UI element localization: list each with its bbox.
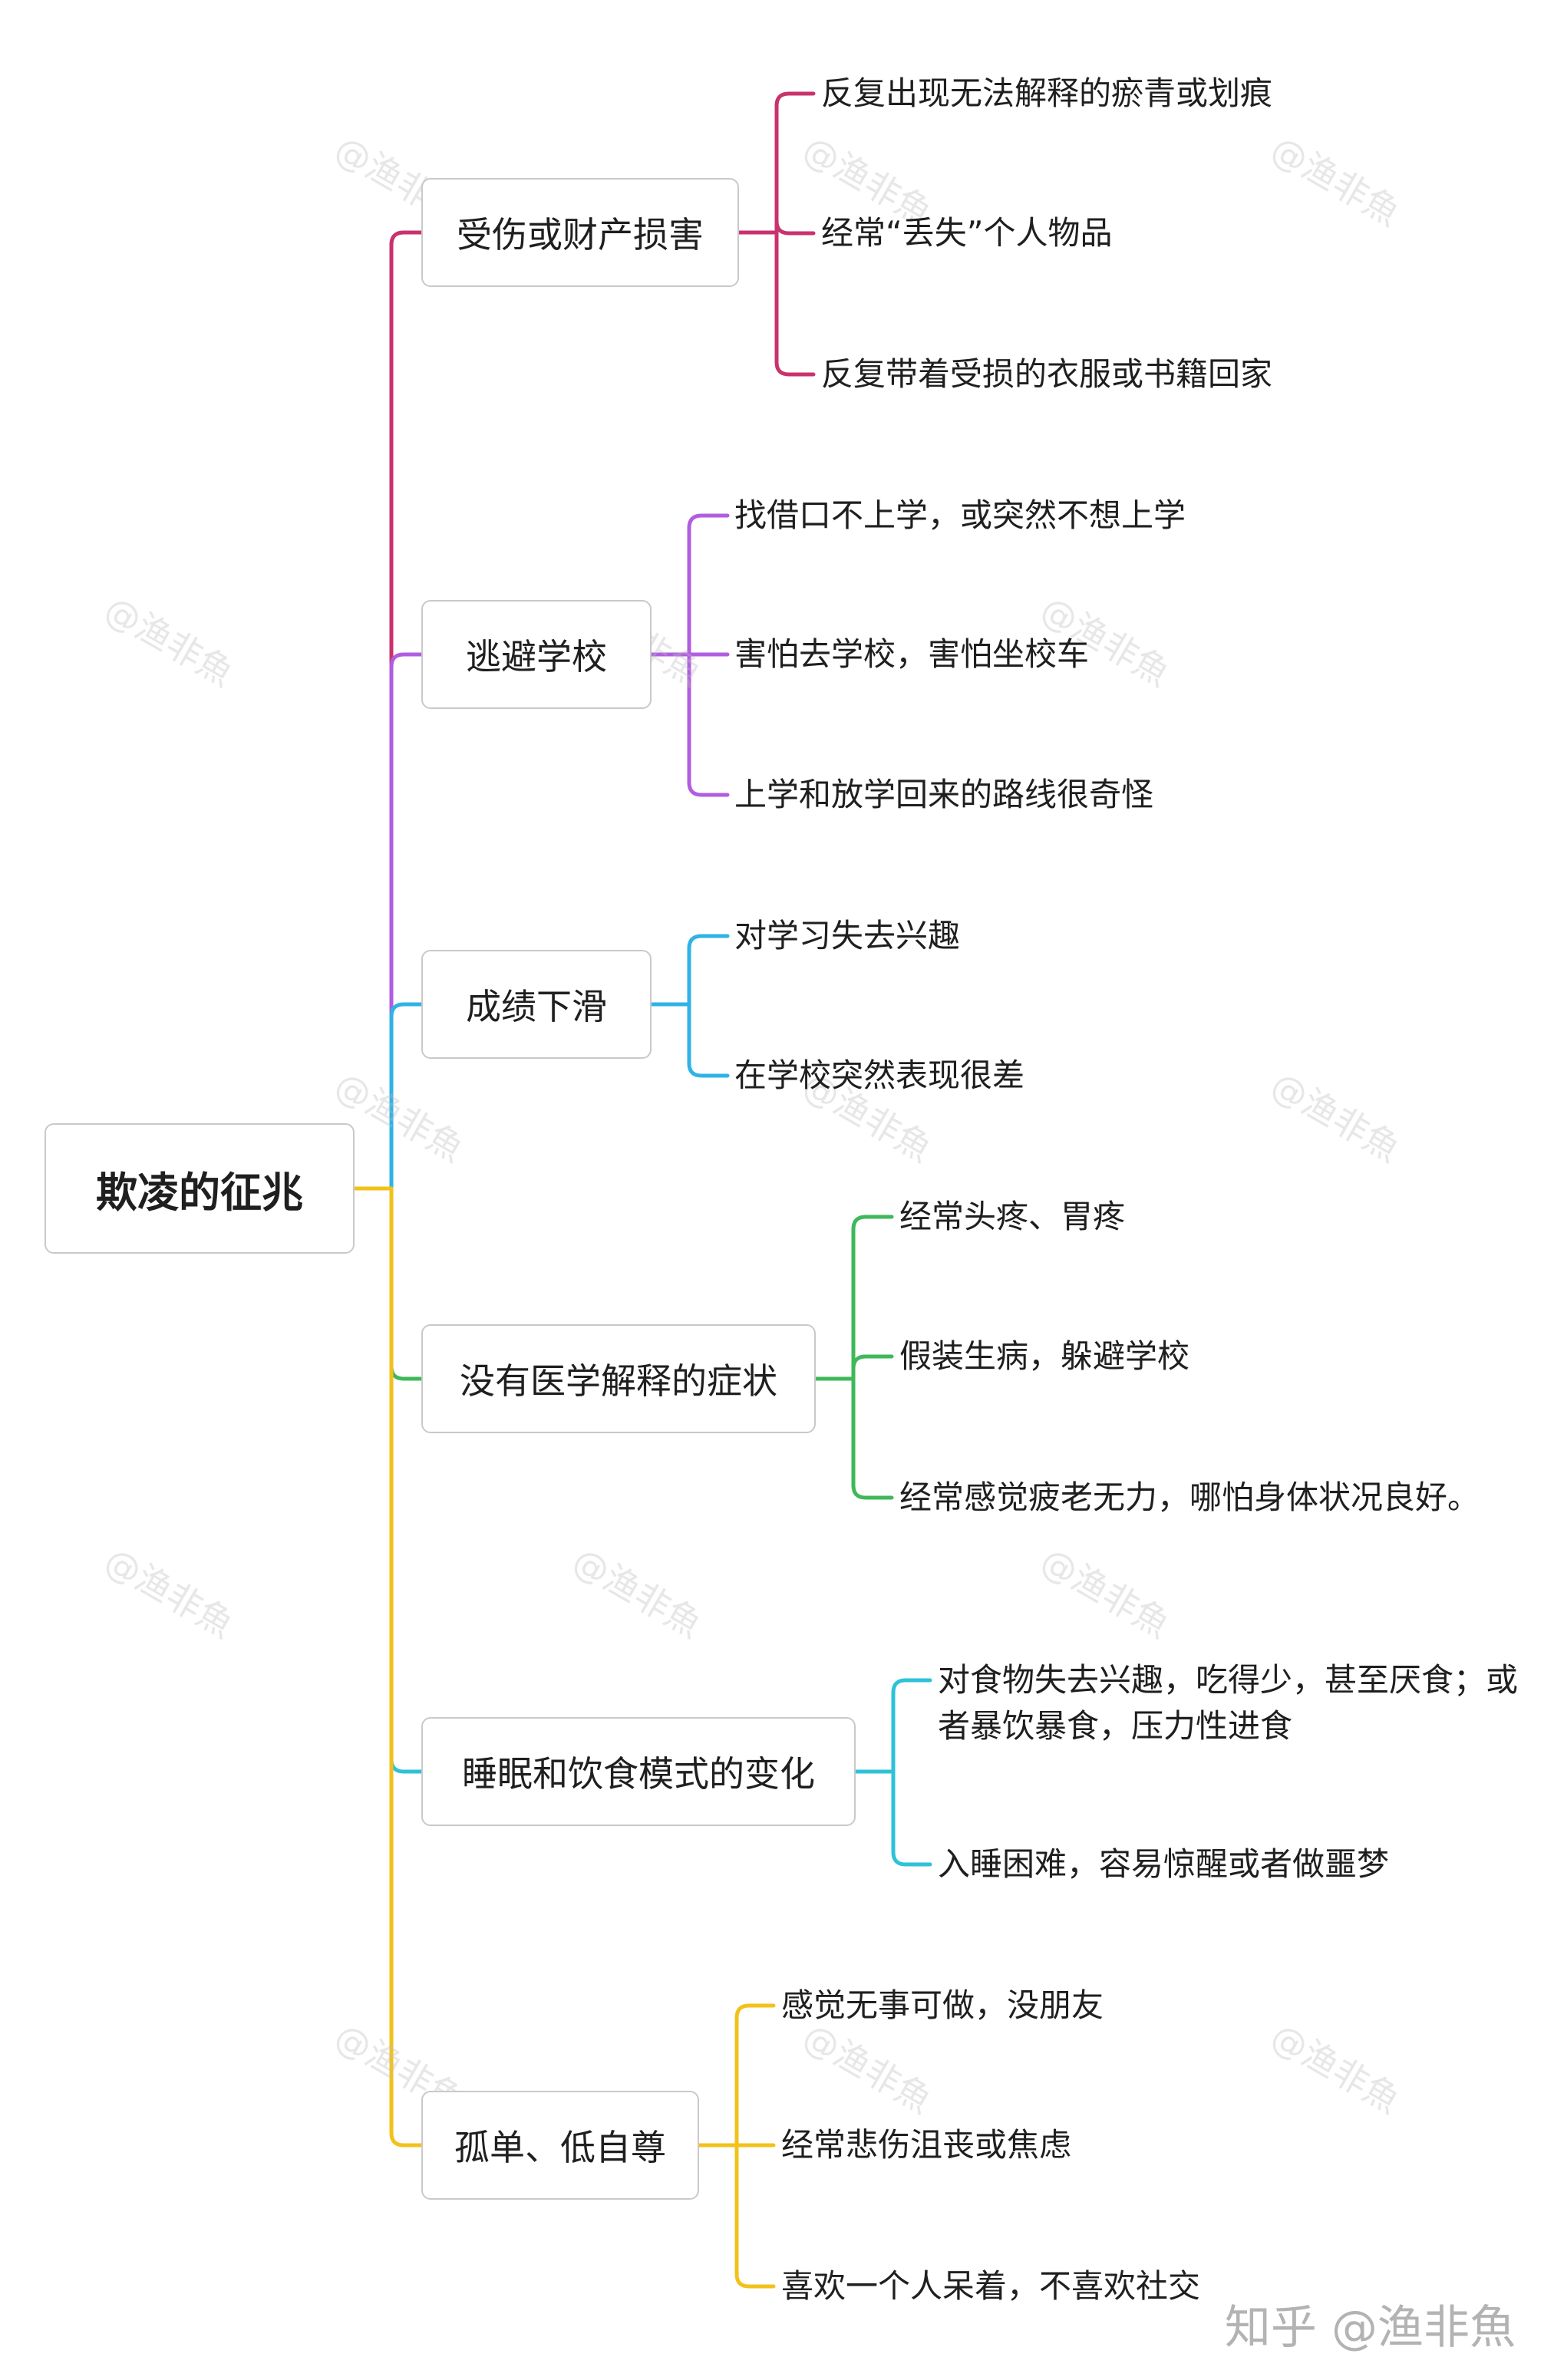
- branch-node-sleep-diet: 睡眠和饮食模式的变化: [421, 1717, 856, 1826]
- branch-node-injury: 受伤或财产损害: [421, 178, 739, 287]
- leaf-connector: [687, 652, 730, 797]
- leaf-poor-performance: 在学校突然表现很差: [734, 1056, 1025, 1094]
- leaf-odd-route: 上学和放学回来的路线很奇怪: [734, 776, 1154, 813]
- leaf-eating-change: 对食物失去兴趣，吃得少，甚至厌食；或者暴饮暴食，压力性进食: [938, 1661, 1519, 1745]
- leaf-sad-anxious: 经常悲伤沮丧或焦虑: [781, 2126, 1072, 2164]
- leaf-connector: [687, 1002, 730, 1078]
- leaf-connector: [687, 934, 730, 1007]
- leaf-connector: [891, 1769, 932, 1867]
- leaf-fear-school: 害怕去学校，害怕坐校车: [734, 635, 1090, 673]
- leaf-prefers-alone: 喜欢一个人呆着，不喜欢社交: [781, 2267, 1201, 2305]
- leaf-sleep-trouble: 入睡困难，容易惊醒或者做噩梦: [938, 1845, 1390, 1883]
- leaf-connector: [774, 220, 816, 236]
- leaf-nothing-to-do: 感觉无事可做，没朋友: [781, 1986, 1104, 2024]
- branch-node-avoid-school: 逃避学校: [421, 600, 652, 709]
- leaf-connector: [774, 230, 816, 377]
- trunk-connector: [389, 230, 424, 1191]
- branch-node-grades: 成绩下滑: [421, 950, 652, 1059]
- branch-node-symptoms: 没有医学解释的症状: [421, 1324, 816, 1433]
- branch-node-lonely: 孤单、低自尊: [421, 2091, 699, 2200]
- leaf-connector: [851, 1376, 894, 1500]
- leaf-connector: [734, 2003, 776, 2148]
- leaf-damaged-belongings: 反复带着受损的衣服或书籍回家: [821, 355, 1273, 393]
- leaf-fatigue: 经常感觉疲老无力，哪怕身体状况良好。: [899, 1478, 1480, 1516]
- trunk-connector: [389, 652, 424, 1191]
- trunk-connector: [389, 1002, 424, 1191]
- leaf-excuses: 找借口不上学，或突然不想上学: [734, 496, 1186, 534]
- leaf-connector: [891, 1678, 932, 1774]
- trunk-connector: [389, 1186, 424, 1381]
- leaf-connector: [734, 2143, 776, 2289]
- leaf-lost-items: 经常“丢失”个人物品: [821, 214, 1113, 252]
- leaf-connector: [851, 1354, 894, 1381]
- leaf-connector: [774, 91, 816, 235]
- leaf-lost-interest: 对学习失去兴趣: [734, 917, 961, 954]
- root-node: 欺凌的征兆: [45, 1123, 355, 1254]
- brand-watermark: 知乎 @渔非魚: [1224, 2301, 1516, 2355]
- trunk-connector: [389, 1186, 424, 1774]
- leaf-bruises: 反复出现无法解释的瘀青或划痕: [821, 74, 1273, 112]
- leaf-headache: 经常头疼、胃疼: [899, 1198, 1126, 1235]
- leaf-connector: [687, 513, 730, 657]
- trunk-connector: [389, 1186, 424, 2148]
- leaf-fake-illness: 假装生病，躲避学校: [899, 1337, 1190, 1375]
- leaf-connector: [851, 1215, 894, 1381]
